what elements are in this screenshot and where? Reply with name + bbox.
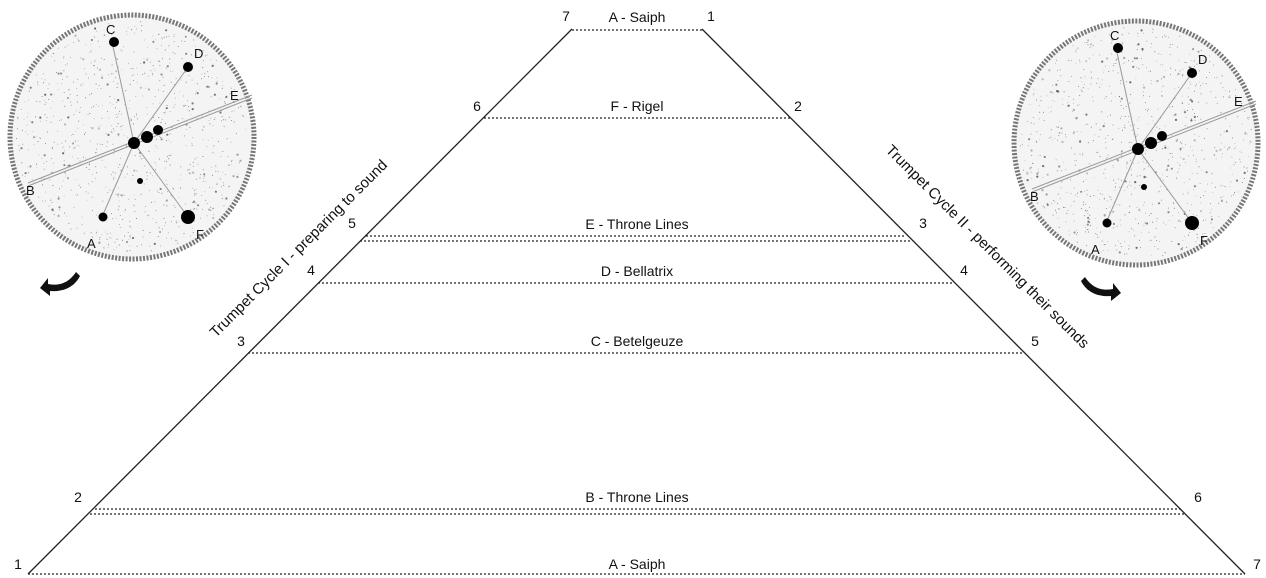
svg-text:E: E xyxy=(1234,94,1243,109)
star-a xyxy=(1102,218,1112,228)
left-number: 3 xyxy=(237,333,245,349)
pyramid-left-edge xyxy=(27,28,573,575)
star-map-right: C D E B A F xyxy=(1011,18,1261,268)
star-belt-1 xyxy=(1132,143,1144,155)
right-number: 2 xyxy=(794,98,802,114)
svg-text:B: B xyxy=(26,183,35,198)
star-nebula xyxy=(137,178,143,184)
constellation-lines xyxy=(1031,47,1257,224)
svg-text:E: E xyxy=(230,88,239,103)
level-label: C - Betelgeuze xyxy=(591,333,684,349)
level-labels: A - Saiph F - Rigel E - Throne Lines D -… xyxy=(585,9,688,572)
star-belt-3 xyxy=(153,125,163,135)
level-label: A - Saiph xyxy=(609,556,666,572)
pyramid-right-edge xyxy=(701,28,1246,575)
level-label: F - Rigel xyxy=(611,98,664,114)
svg-text:F: F xyxy=(196,227,204,242)
star-d xyxy=(1187,68,1197,78)
curved-arrow-clockwise-icon xyxy=(1081,277,1121,301)
left-number: 2 xyxy=(74,489,82,505)
star-map-border xyxy=(7,12,257,262)
star-map-left: C D E B A F xyxy=(7,12,257,262)
curved-arrow-counterclockwise-icon xyxy=(40,272,80,296)
star-belt-3 xyxy=(1157,131,1167,141)
left-number: 6 xyxy=(473,98,481,114)
svg-text:D: D xyxy=(1198,52,1207,67)
pyramid-outline xyxy=(27,28,1246,575)
svg-text:A: A xyxy=(87,236,96,251)
star-field-speckle xyxy=(16,21,247,252)
constellation-lines xyxy=(27,41,253,218)
stars xyxy=(1102,43,1199,230)
svg-text:C: C xyxy=(1110,28,1119,43)
right-number: 5 xyxy=(1031,333,1039,349)
star-map-border xyxy=(1011,18,1261,268)
star-labels: C D E B A F xyxy=(26,22,239,251)
svg-text:B: B xyxy=(1030,189,1039,204)
star-belt-2 xyxy=(1145,137,1157,149)
star-belt-2 xyxy=(141,131,153,143)
right-numbers: 1 2 3 4 5 6 7 xyxy=(707,8,1261,572)
level-label: A - Saiph xyxy=(609,9,666,25)
star-labels: C D E B A F xyxy=(1030,28,1243,257)
right-number: 4 xyxy=(960,262,968,278)
left-number: 5 xyxy=(348,215,356,231)
star-f xyxy=(181,210,195,224)
svg-text:A: A xyxy=(1091,242,1100,257)
right-number: 7 xyxy=(1253,556,1261,572)
left-numbers: 7 6 5 4 3 2 1 xyxy=(14,8,570,572)
svg-text:D: D xyxy=(194,46,203,61)
star-d xyxy=(183,62,193,72)
star-c xyxy=(109,37,119,47)
level-label: D - Bellatrix xyxy=(601,263,673,279)
star-nebula xyxy=(1141,184,1147,190)
level-label: B - Throne Lines xyxy=(585,489,688,505)
left-number: 1 xyxy=(14,556,22,572)
star-field-speckle xyxy=(1020,27,1252,256)
level-label: E - Throne Lines xyxy=(585,216,688,232)
svg-text:C: C xyxy=(106,22,115,37)
left-number: 4 xyxy=(307,262,315,278)
right-number: 1 xyxy=(707,8,715,24)
stars xyxy=(98,37,195,224)
star-f xyxy=(1185,216,1199,230)
right-number: 6 xyxy=(1194,489,1202,505)
star-a xyxy=(98,212,108,222)
level-lines xyxy=(28,29,1245,575)
left-number: 7 xyxy=(562,8,570,24)
star-belt-1 xyxy=(128,137,140,149)
star-c xyxy=(1113,43,1123,53)
right-number: 3 xyxy=(919,215,927,231)
svg-text:F: F xyxy=(1200,233,1208,248)
